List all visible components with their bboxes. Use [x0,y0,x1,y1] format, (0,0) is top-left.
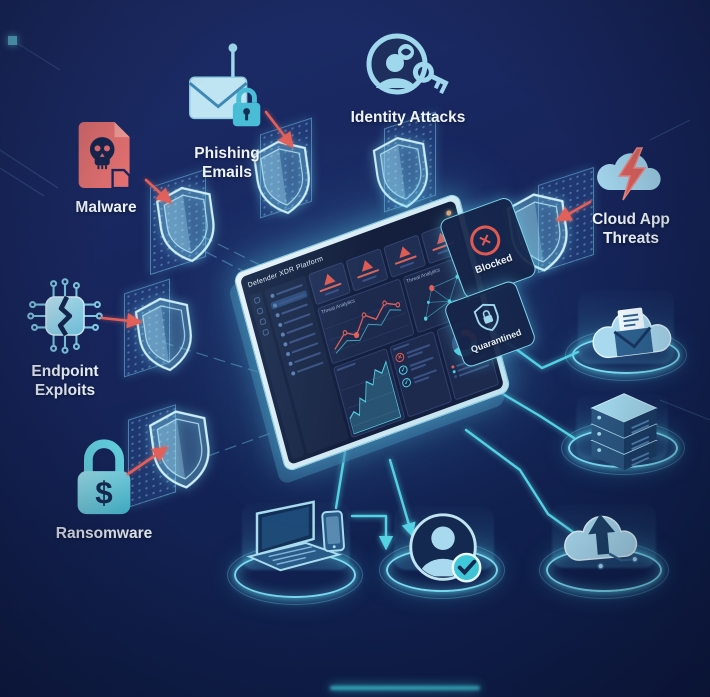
threat-label-cloud-app: Cloud App Threats [592,211,670,248]
threat-label-malware: Malware [75,199,137,216]
shield-icon [134,297,192,372]
circle-x-icon: ✕ [466,221,505,260]
notification-dot-icon [445,209,452,217]
threat-cloud-app: Cloud App Threats [582,138,680,249]
deco-node-square [8,36,17,45]
skull-file-icon [78,122,131,190]
badge-quarantined-label: Quarantined [469,326,523,355]
blocked-x-icon: ✕ [394,351,406,364]
warning-triangle-icon [321,271,336,286]
cloud-bolt-icon [597,147,661,201]
server-stack-icon [590,393,658,471]
threat-label-identity: Identity Attacks [350,109,466,126]
threat-ransomware: $ Ransomware [50,434,158,543]
threat-endpoint-exploits: Endpoint Exploits [16,276,114,401]
bottom-glow-line [330,686,480,690]
svg-text:$: $ [95,475,112,510]
warning-triangle-icon [358,258,373,272]
cloud-mail-icon [592,307,672,359]
cracked-chip-icon [27,278,103,354]
threat-label-endpoint: Endpoint Exploits [31,363,99,400]
shield-lock-icon [473,303,499,331]
user-check-icon [409,513,482,583]
shield-icon [155,186,215,263]
badge-blocked-label: Blocked [473,252,515,277]
warning-triangle-icon [396,244,411,259]
cloud-upload-icon [564,514,639,570]
shield-icon [372,136,429,208]
hooked-mail-icon [188,43,261,127]
threat-label-ransomware: Ransomware [55,525,153,542]
shield-check-icon: ✓ [401,376,413,389]
laptop-phone-icon [246,500,345,572]
dollar-lock-icon: $ [77,439,131,515]
user-key-icon [366,33,449,95]
threat-label-phishing: Phishing Emails [194,145,260,182]
threat-phishing-emails: Phishing Emails [174,40,280,183]
threat-malware: Malware [58,118,154,217]
threat-identity-attacks: Identity Attacks [346,30,470,127]
shield-check-icon: ✓ [397,364,409,376]
